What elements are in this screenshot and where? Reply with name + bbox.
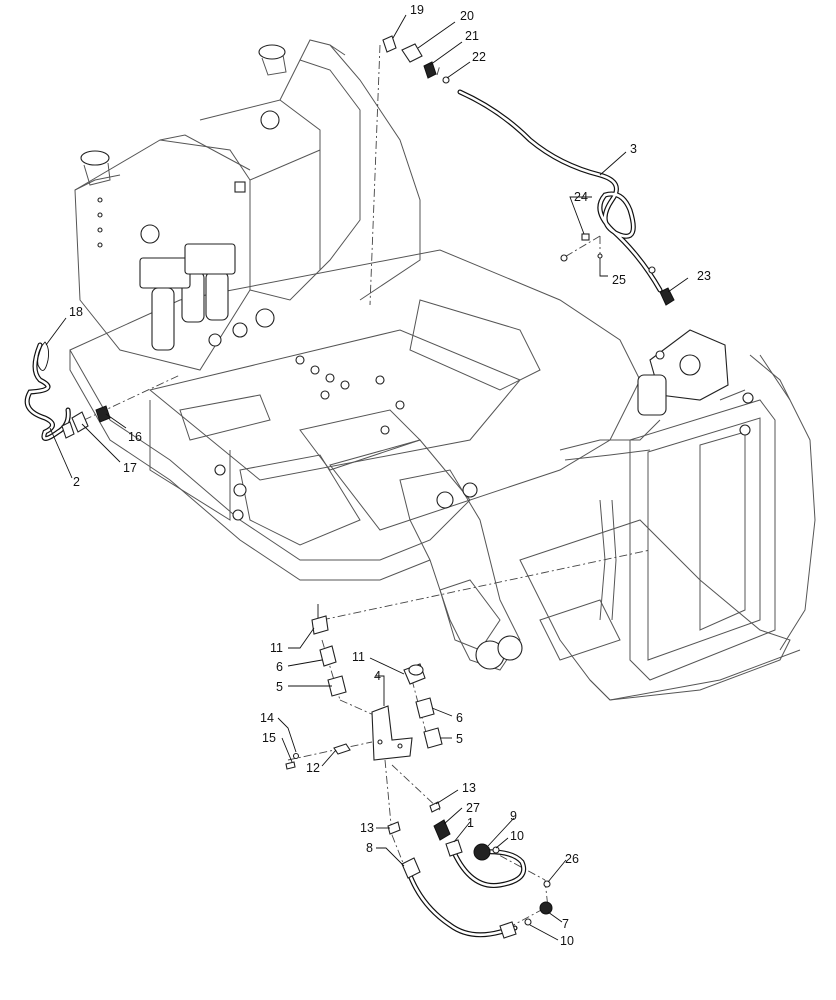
- callout-21: 21: [465, 29, 479, 43]
- callout-10-upper: 10: [510, 829, 524, 843]
- oring-26: [543, 880, 551, 888]
- fitting-20: [401, 43, 423, 63]
- callout-6-left: 6: [276, 660, 283, 674]
- hose-3: [457, 89, 663, 293]
- callout-13-right: 13: [462, 781, 476, 795]
- machine-frame: [69, 249, 801, 701]
- center-lines: [83, 44, 651, 929]
- fitting-17: [71, 411, 89, 433]
- callout-22: 22: [472, 50, 486, 64]
- washer-14: [292, 752, 300, 760]
- callout-17: 17: [123, 461, 137, 475]
- fitting-19: [382, 35, 397, 53]
- oring-10b: [524, 918, 532, 926]
- sensor-11a: [311, 615, 329, 635]
- bolt-15: [285, 761, 296, 770]
- plug-9: [473, 843, 491, 861]
- oring-10a: [492, 846, 500, 854]
- lower-valve-group: [285, 604, 451, 841]
- upper-hose-assembly: [382, 35, 675, 306]
- clip-13a: [429, 801, 441, 813]
- cooler-assembly: [559, 329, 816, 681]
- clip-13b: [387, 821, 401, 835]
- fitting-23: [659, 287, 675, 306]
- callout-8: 8: [366, 841, 373, 855]
- tank-assembly: [74, 39, 421, 371]
- adapter-6a: [319, 645, 337, 667]
- fitting-27: [433, 819, 451, 841]
- leader-lines: [45, 14, 689, 941]
- callout-16: 16: [128, 430, 142, 444]
- callout-15: 15: [262, 731, 276, 745]
- callout-23: 23: [697, 269, 711, 283]
- callout-13-left: 13: [360, 821, 374, 835]
- callout-20: 20: [460, 9, 474, 23]
- callout-12: 12: [306, 761, 320, 775]
- callout-18: 18: [69, 305, 83, 319]
- plate-12: [333, 743, 351, 755]
- hose-18: [37, 341, 50, 371]
- left-hose-assembly: [24, 341, 111, 441]
- fitting-5a: [327, 675, 347, 697]
- callout-9: 9: [510, 809, 517, 823]
- callout-3: 3: [630, 142, 637, 156]
- callout-27: 27: [466, 801, 480, 815]
- fitting-16: [95, 405, 111, 423]
- fitting-21: [423, 61, 437, 79]
- callout-10-lower: 10: [560, 934, 574, 948]
- callout-14: 14: [260, 711, 274, 725]
- adapter-6b: [415, 697, 435, 719]
- callout-19: 19: [410, 3, 424, 17]
- callout-5-left: 5: [276, 680, 283, 694]
- callout-5-right: 5: [456, 732, 463, 746]
- callout-1: 1: [467, 816, 474, 830]
- lower-hose-assembly: [401, 839, 553, 939]
- clamp-24: [581, 233, 590, 241]
- callout-24: 24: [574, 190, 588, 204]
- callout-2: 2: [73, 475, 80, 489]
- callout-11-left: 11: [270, 641, 283, 655]
- fitting-5b: [423, 727, 443, 749]
- washer-25: [560, 254, 568, 262]
- callout-4: 4: [374, 669, 381, 683]
- callout-11-right: 11: [352, 650, 365, 664]
- cap-7: [539, 901, 553, 915]
- callout-7: 7: [562, 917, 569, 931]
- bracket-4: [371, 705, 413, 761]
- callout-labels: 19 20 21 22 3 24 25 23 18 16 17 2 11 6 5…: [69, 3, 711, 948]
- oring-22: [442, 76, 450, 84]
- callout-6-right: 6: [456, 711, 463, 725]
- callout-25: 25: [612, 273, 626, 287]
- callout-26: 26: [565, 852, 579, 866]
